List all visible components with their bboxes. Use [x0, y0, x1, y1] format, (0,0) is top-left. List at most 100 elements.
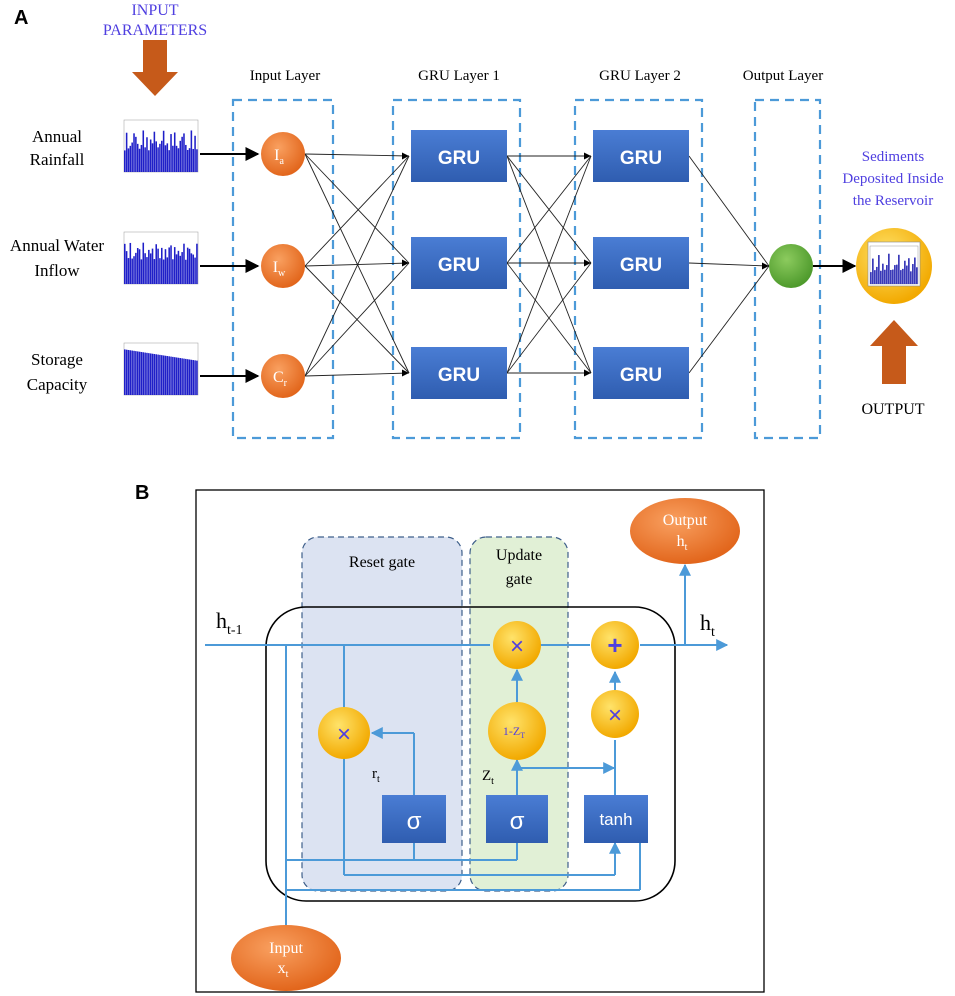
- mini-chart-bar: [194, 257, 196, 284]
- gru-l1-label-1: GRU: [438, 148, 480, 169]
- mini-chart-bar: [906, 265, 908, 284]
- mini-chart-bar: [124, 150, 126, 172]
- result-text-1: Sediments: [862, 149, 925, 165]
- mini-chart-bar: [890, 269, 892, 284]
- mini-chart-bar: [192, 254, 194, 284]
- conn-input-gru1: [304, 262, 410, 267]
- mini-chart-bar: [146, 352, 148, 395]
- mini-chart-bar: [186, 247, 189, 284]
- mini-chart-bar: [144, 253, 146, 284]
- mini-chart-bar: [136, 351, 139, 395]
- gru-l2-box-1: [593, 130, 689, 182]
- mini-chart-bar: [161, 247, 163, 284]
- conn-gru1-gru2: [506, 155, 592, 374]
- mini-chart-bar: [161, 140, 163, 172]
- mini-chart-bar: [164, 145, 167, 172]
- input-label-rainfall-2: Rainfall: [30, 150, 85, 169]
- mini-chart-bar: [125, 132, 128, 172]
- mini-chart-bar: [894, 265, 896, 284]
- mini-chart-bar: [133, 133, 135, 172]
- conn-gru1-gru2: [506, 155, 592, 264]
- mini-chart-bar: [181, 358, 183, 395]
- gru-l2-label-1: GRU: [620, 148, 662, 169]
- mini-chart-bar: [870, 272, 872, 284]
- input-label-rainfall-1: Annual: [32, 127, 82, 146]
- input-label-storage-2: Capacity: [27, 375, 88, 394]
- mini-chart-bar: [185, 259, 187, 284]
- input-layer-box: [231, 98, 335, 440]
- mini-chart-bar: [146, 257, 148, 284]
- conn-input-gru1: [304, 153, 410, 157]
- input-label-inflow-2: Inflow: [34, 261, 80, 280]
- gru-l1-label-3: GRU: [438, 365, 480, 386]
- mini-chart-bar: [173, 132, 176, 172]
- mini-chart-bar: [166, 356, 169, 395]
- mini-chart-bar: [124, 243, 126, 284]
- gru-l1-label-2: GRU: [438, 255, 480, 276]
- mini-chart-bar: [170, 356, 172, 395]
- tanh-multiply-icon: ×: [608, 702, 622, 729]
- mini-chart-bar: [164, 249, 167, 284]
- mini-chart-bar: [190, 359, 193, 395]
- mini-chart-bar: [157, 147, 159, 172]
- input-node-cr-label: Cr: [273, 369, 288, 389]
- conn-arrowhead-icon: [402, 369, 409, 377]
- mini-chart-bar: [151, 248, 154, 284]
- h-prev-label: ht-1: [216, 608, 243, 638]
- mini-chart-bar: [144, 147, 146, 172]
- mini-chart-bar: [179, 255, 182, 284]
- mini-chart-bar: [127, 148, 130, 172]
- mini-chart-bar: [125, 251, 128, 284]
- input-xt-line1: Input: [269, 940, 303, 957]
- mini-chart-bar: [135, 351, 137, 395]
- mini-chart-bar: [910, 271, 912, 284]
- mini-chart-bar: [125, 349, 128, 395]
- mini-chart-bar: [127, 258, 130, 284]
- mini-chart-bar: [914, 257, 916, 284]
- mini-chart-bar: [196, 360, 198, 395]
- mini-chart-bar: [186, 359, 189, 395]
- mini-chart-bar: [886, 265, 888, 284]
- mini-chart-bar: [142, 352, 145, 395]
- output-layer-title: Output Layer: [743, 68, 823, 84]
- sigma-reset-label: σ: [407, 808, 422, 835]
- mini-chart-bar: [177, 148, 180, 172]
- mini-chart-bar: [166, 257, 169, 284]
- mini-chart-bar: [872, 258, 874, 284]
- mini-chart-bar: [138, 351, 141, 395]
- mini-chart-bar: [168, 150, 170, 172]
- mini-chart-bar: [908, 258, 910, 284]
- gru-cell-outline: [265, 606, 676, 902]
- output-ht-node: [630, 498, 740, 564]
- mini-chart-bar: [133, 350, 135, 395]
- mini-chart-bar: [159, 258, 161, 284]
- output-label: OUTPUT: [861, 401, 924, 418]
- mini-chart-bar: [194, 360, 196, 395]
- input-down-arrow-icon: [132, 40, 178, 96]
- input-node-ia-label: Ia: [274, 147, 284, 167]
- gru-layer2-title: GRU Layer 2: [599, 68, 681, 84]
- gru-layer2-box: [573, 98, 704, 440]
- mini-chart-bar: [172, 356, 174, 395]
- mini-chart-bar: [131, 142, 133, 172]
- mini-chart-bar: [183, 358, 185, 395]
- h-next-label: ht: [700, 610, 715, 640]
- conn-arrowhead-icon: [584, 152, 591, 160]
- mini-chart-bar: [161, 355, 163, 395]
- gru-l2-label-3: GRU: [620, 365, 662, 386]
- gru-l2-box-2: [593, 237, 689, 289]
- input-node-iw: [261, 244, 305, 288]
- gru-l1-box-1: [411, 130, 507, 182]
- conn-arrowhead-icon: [762, 262, 769, 270]
- conn-input-gru1: [304, 153, 410, 374]
- mini-chart-bar: [175, 145, 178, 172]
- inflow-mini-chart: [123, 231, 199, 285]
- conn-arrowhead-icon: [584, 369, 591, 377]
- mini-chart-bar: [181, 136, 183, 172]
- mini-chart-bar: [196, 243, 198, 284]
- mini-chart-bar: [168, 247, 170, 284]
- result-mini-chart: [869, 245, 919, 285]
- mini-chart-bar: [192, 360, 194, 395]
- mini-chart-bar: [127, 349, 130, 395]
- mini-chart-bar: [173, 357, 176, 395]
